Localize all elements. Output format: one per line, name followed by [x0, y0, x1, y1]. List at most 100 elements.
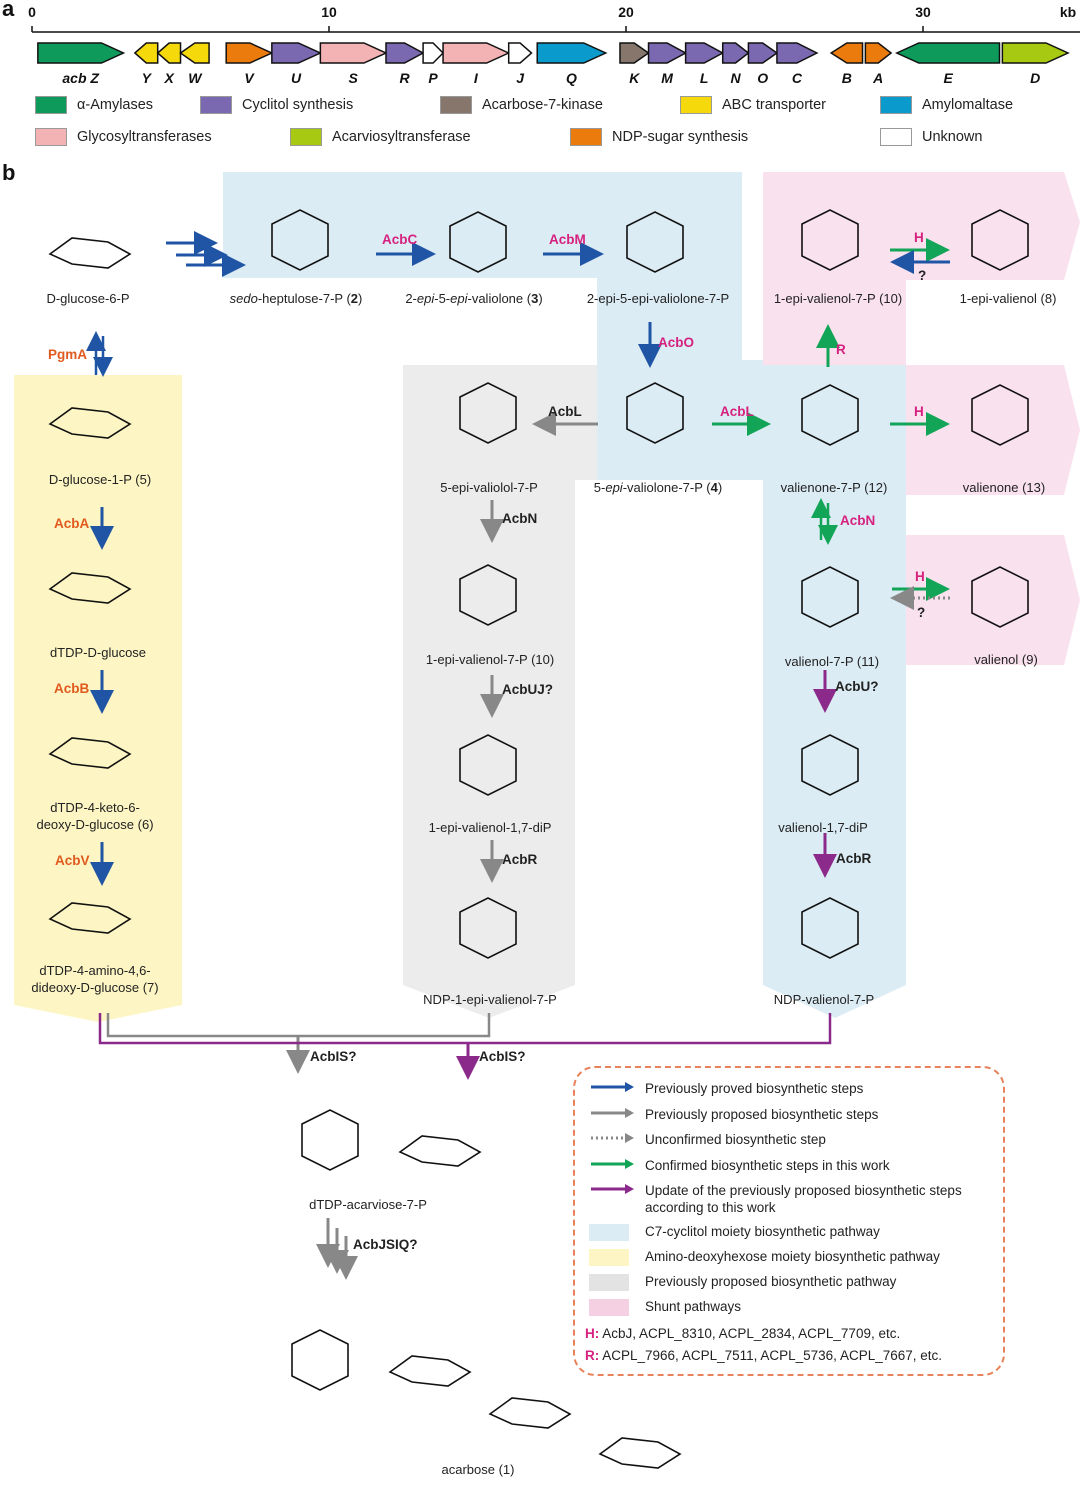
legend-region-label: Shunt pathways	[645, 1299, 742, 1314]
enzyme-acbl-green: AcbL	[720, 404, 754, 419]
legend-swatch	[880, 128, 912, 146]
legend-arrow-item: Update of the previously proposed biosyn…	[589, 1182, 975, 1216]
legend-label: NDP-sugar synthesis	[612, 129, 749, 145]
gene-label: R	[399, 70, 410, 86]
gene-p	[422, 42, 445, 64]
gene-label: acb Z	[62, 70, 99, 86]
gene-label: N	[730, 70, 741, 86]
gene-label: W	[188, 70, 202, 86]
legend-region-swatch	[589, 1249, 629, 1266]
legend-note-key: R:	[585, 1348, 600, 1363]
legend-label: α-Amylases	[77, 97, 154, 113]
compound-v4: 5-epi-valiolone-7-P (4)	[593, 480, 723, 495]
gene-label: S	[348, 70, 358, 86]
purple-merge-line	[98, 1013, 832, 1045]
legend-swatch	[200, 96, 232, 114]
kb-tick-label: 20	[618, 4, 634, 20]
gene-label: P	[428, 70, 438, 86]
legend-region-label: Amino-deoxyhexose moiety biosynthetic pa…	[645, 1249, 940, 1264]
gene-label: C	[791, 70, 802, 86]
legend-swatch	[570, 128, 602, 146]
legend-label: Glycosyltransferases	[77, 129, 212, 145]
legend-region-item: Previously proposed biosynthetic pathway	[589, 1274, 896, 1291]
legend-region-item: C7-cyclitol moiety biosynthetic pathway	[589, 1224, 880, 1241]
compound-v9: valienol (9)	[974, 652, 1038, 667]
compound-acarviose: dTDP-acarviose-7-P	[309, 1197, 427, 1212]
compound-ndpv: NDP-valienol-7-P	[773, 992, 875, 1007]
compound-g6p: D-glucose-6-P	[46, 291, 130, 306]
gene-label: V	[244, 70, 254, 86]
kb-unit-label: kb	[1059, 4, 1077, 20]
legend-region-item: Shunt pathways	[589, 1299, 741, 1316]
gene-m	[647, 42, 688, 64]
legend-label: Cyclitol synthesis	[242, 97, 354, 113]
compound-epi3-number: 3	[531, 291, 539, 306]
structure-g6p	[48, 237, 132, 269]
enzyme-acbm: AcbM	[549, 232, 586, 247]
legend-item-unknown: Unknown	[880, 128, 982, 146]
enzyme-acbis-gray: AcbIS?	[310, 1049, 357, 1064]
legend-region-item: Amino-deoxyhexose moiety biosynthetic pa…	[589, 1249, 940, 1266]
legend-swatch	[290, 128, 322, 146]
legend-arrow-item: Previously proposed biosynthetic steps	[589, 1106, 878, 1123]
legend-region-swatch	[589, 1274, 629, 1291]
region-shunt-3	[906, 535, 1080, 665]
region-c7-cyclitol-mid	[597, 278, 742, 480]
enzyme-acbc: AcbC	[382, 232, 418, 247]
compound-acarbose: acarbose (1)	[441, 1462, 515, 1477]
panel-a-label: a	[2, 0, 15, 21]
gene-l	[684, 42, 725, 64]
legend-arrow-icon	[589, 1182, 635, 1196]
legend-label: Amylomaltase	[922, 97, 1014, 113]
panel-b-label: b	[2, 160, 16, 185]
t: epi	[450, 291, 468, 306]
structure-s7p	[271, 209, 329, 271]
t: 5-	[593, 480, 606, 495]
structure-e10-shunt	[801, 209, 859, 271]
structure-dtdpg	[48, 572, 132, 604]
legend-item-abc: ABC transporter	[680, 96, 826, 114]
gene-label: D	[1030, 70, 1041, 86]
region-shunt-2	[906, 365, 1080, 495]
compound-ndpe: NDP-1-epi-valienol-7-P	[423, 992, 557, 1007]
compound-s7p-name: -heptulose-7-P (	[257, 291, 351, 306]
structure-edip	[459, 734, 517, 796]
kb-tick-label: 10	[321, 4, 337, 20]
structure-c7	[48, 902, 132, 934]
question-1: ?	[918, 268, 927, 283]
gene-label: L	[699, 70, 709, 86]
structure-e10	[459, 564, 517, 626]
legend-label: ABC transporter	[722, 97, 826, 113]
enzyme-acbo: AcbO	[658, 335, 695, 350]
gray-merge-line	[106, 1013, 491, 1038]
enzyme-acbn-magenta: AcbN	[840, 513, 876, 528]
compound-e10: 1-epi-valienol-7-P (10)	[425, 652, 555, 667]
structure-ndpv	[801, 897, 859, 959]
legend-label: Unknown	[922, 129, 983, 145]
gene-label: I	[473, 70, 478, 86]
compound-c6-line2: deoxy-D-glucose (6)	[36, 817, 154, 832]
legend-note-key: H:	[585, 1326, 600, 1341]
t: epi	[605, 480, 623, 495]
structure-g1p	[48, 407, 132, 439]
legend-swatch	[35, 128, 67, 146]
legend-swatch	[880, 96, 912, 114]
gene-n	[721, 42, 750, 64]
legend-arrow-icon	[589, 1080, 635, 1094]
compound-s7p-number: 2	[350, 291, 359, 306]
gene-label: J	[516, 70, 525, 86]
compound-vdip: valienol-1,7-diP	[778, 820, 868, 835]
region-shunt-1	[763, 172, 1080, 365]
gene-cluster-map	[31, 26, 1080, 64]
legend-arrow-icon	[589, 1131, 635, 1145]
enzyme-h-2: H	[914, 404, 924, 419]
legend-arrow-icon	[589, 1157, 635, 1171]
gene-a	[864, 42, 893, 64]
legend-label: Acarbose-7-kinase	[482, 97, 603, 113]
structure-v11	[801, 566, 859, 628]
enzyme-acbl-gray: AcbL	[548, 404, 582, 419]
enzyme-acbn-gray: AcbN	[502, 511, 538, 526]
